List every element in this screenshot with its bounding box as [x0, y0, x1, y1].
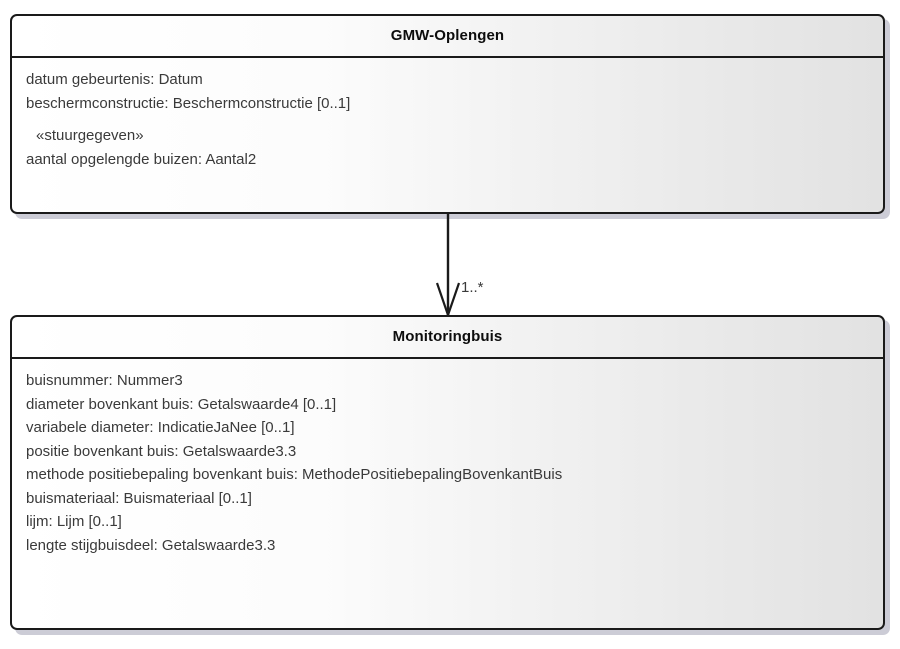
class-attribute: methode positiebepaling bovenkant buis: …: [26, 466, 563, 483]
class-attributes-monitoringbuis: buisnummer: Nummer3 diameter bovenkant b…: [12, 359, 883, 565]
class-attribute: lengte stijgbuisdeel: Getalswaarde3.3: [26, 536, 276, 554]
class-box-gmw-oplengen[interactable]: GMW-Oplengen datum gebeurtenis: Datum be…: [10, 14, 885, 214]
class-attribute: aantal opgelengde buizen: Aantal2: [26, 150, 257, 168]
class-attribute: datum gebeurtenis: Datum: [26, 71, 203, 88]
class-attributes-gmw-oplengen: datum gebeurtenis: Datum beschermconstru…: [12, 58, 883, 179]
class-title-monitoringbuis: Monitoringbuis: [12, 317, 883, 359]
class-attribute: diameter bovenkant buis: Getalswaarde4 […: [26, 395, 337, 413]
class-attribute-stereotype: «stuurgegeven»: [36, 127, 144, 144]
association-multiplicity-label: 1..*: [461, 279, 484, 296]
association-arrowhead-icon: [435, 282, 461, 319]
class-title-gmw-oplengen: GMW-Oplengen: [12, 16, 883, 58]
class-attribute: buismateriaal: Buismateriaal [0..1]: [26, 489, 252, 507]
class-attribute: lijm: Lijm [0..1]: [26, 513, 122, 530]
class-box-monitoringbuis[interactable]: Monitoringbuis buisnummer: Nummer3 diame…: [10, 315, 885, 630]
class-attribute: positie bovenkant buis: Getalswaarde3.3: [26, 442, 297, 460]
class-attribute: variabele diameter: IndicatieJaNee [0..1…: [26, 419, 295, 436]
class-attribute: beschermconstructie: Beschermconstructie…: [26, 94, 351, 112]
class-attribute: buisnummer: Nummer3: [26, 372, 183, 389]
